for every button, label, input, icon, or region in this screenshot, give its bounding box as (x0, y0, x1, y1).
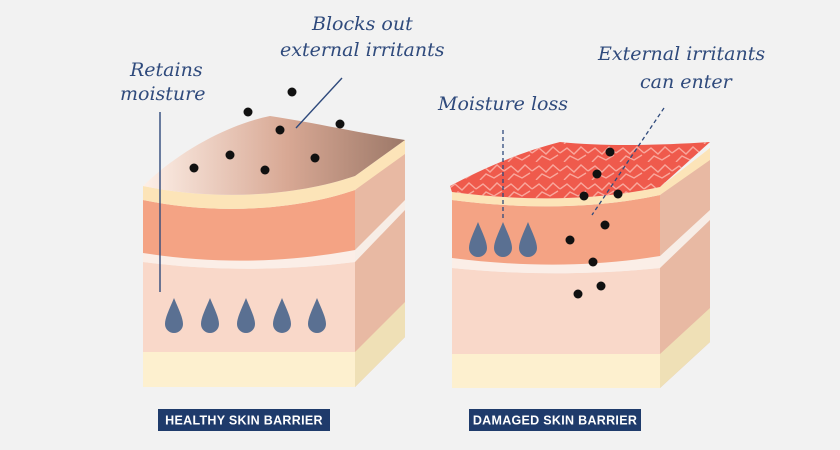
irritant-particle-icon (592, 169, 602, 179)
damaged-dermis-layer (452, 268, 660, 354)
water-droplet-icon (237, 298, 255, 333)
irritant-particle-icon (605, 147, 615, 157)
irritants-enter-label: External irritants can enter (597, 43, 771, 93)
irritant-particle-icon (260, 165, 270, 175)
retains-moisture-label: Retains moisture (120, 59, 209, 105)
water-droplet-icon (273, 298, 291, 333)
irritant-particle-icon (310, 153, 320, 163)
healthy-surface (143, 116, 405, 195)
irritant-particle-icon (335, 119, 345, 129)
damaged-skin-block (450, 107, 710, 388)
blocks-irritants-label: Blocks out external irritants (280, 13, 445, 61)
irritant-particle-icon (565, 235, 575, 245)
damaged-caption: DAMAGED SKIN BARRIER (469, 409, 641, 431)
healthy-irritant-particles (189, 87, 345, 175)
irritant-particle-icon (287, 87, 297, 97)
healthy-droplets (165, 298, 326, 333)
healthy-epidermis-layer (143, 190, 355, 261)
irritant-particle-icon (579, 191, 589, 201)
blocks-irritants-pointer (295, 77, 343, 129)
irritant-particle-icon (189, 163, 199, 173)
water-droplet-icon (201, 298, 219, 333)
damaged-irritant-particles (565, 147, 623, 299)
irritant-particle-icon (613, 189, 623, 199)
damaged-droplets (469, 222, 537, 257)
water-droplet-icon (519, 222, 537, 257)
water-droplet-icon (165, 298, 183, 333)
irritant-particle-icon (275, 125, 285, 135)
irritant-particle-icon (596, 281, 606, 291)
irritants-enter-pointer (591, 107, 665, 216)
irritant-particle-icon (243, 107, 253, 117)
irritant-particle-icon (588, 257, 598, 267)
water-droplet-icon (308, 298, 326, 333)
water-droplet-icon (469, 222, 487, 257)
water-droplet-icon (494, 222, 512, 257)
irritant-particle-icon (573, 289, 583, 299)
irritant-particle-icon (600, 220, 610, 230)
damaged-caption-text: DAMAGED SKIN BARRIER (473, 414, 637, 428)
moisture-loss-label: Moisture loss (437, 93, 568, 115)
healthy-caption-text: HEALTHY SKIN BARRIER (165, 414, 323, 428)
healthy-caption: HEALTHY SKIN BARRIER (158, 409, 330, 431)
healthy-base-layer (143, 352, 355, 387)
healthy-skin-block (143, 77, 405, 387)
irritant-particle-icon (225, 150, 235, 160)
damaged-base-layer (452, 354, 660, 388)
